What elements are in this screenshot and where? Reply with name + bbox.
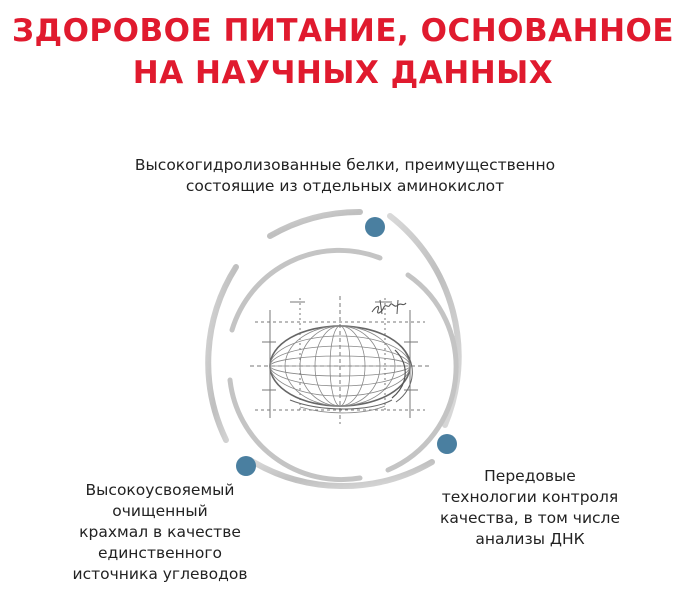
outer-ring-arc-left [205,264,239,443]
benefit-caption-line: Высокогидролизованные белки, преимуществ… [134,156,556,174]
benefit-caption-quality: Передовые технологии контроля качества, … [420,466,640,550]
title-line-1: ЗДОРОВОЕ ПИТАНИЕ, ОСНОВАННОЕ [11,13,675,49]
benefit-caption-line: анализы ДНК [475,530,585,548]
benefit-caption-line: крахмал в качестве [79,523,241,541]
marker-dot-left [236,456,256,476]
benefit-caption-line: источника углеводов [72,565,248,583]
page-title: ЗДОРОВОЕ ПИТАНИЕ, ОСНОВАННОЕ НА НАУЧНЫХ … [0,10,686,94]
benefit-caption-line: качества, в том числе [440,509,620,527]
kibble-sketch-icon [250,296,430,424]
title-line-2: НА НАУЧНЫХ ДАННЫХ [132,55,554,91]
benefit-caption-line: технологии контроля [441,488,619,506]
benefit-caption-line: Передовые [484,467,576,485]
outer-ring-arc-top [267,208,363,239]
benefit-caption-line: единственного [97,544,223,562]
inner-ring-arc-3 [227,377,363,483]
marker-dot-top [365,217,385,237]
inner-ring-arc-1 [229,247,383,333]
marker-dot-right [437,434,457,454]
inner-ring-arc-2 [385,272,459,473]
outer-ring-arc-bottom [247,457,435,490]
benefit-caption-line: состоящие из отдельных аминокислот [185,177,505,195]
inner-ring [227,247,459,483]
benefit-caption-starch: Высокоусвояемый очищенный крахмал в каче… [40,480,280,585]
benefit-caption-proteins: Высокогидролизованные белки, преимуществ… [100,155,590,197]
benefit-caption-line: Высокоусвояемый [85,481,235,499]
benefit-caption-line: очищенный [112,502,208,520]
